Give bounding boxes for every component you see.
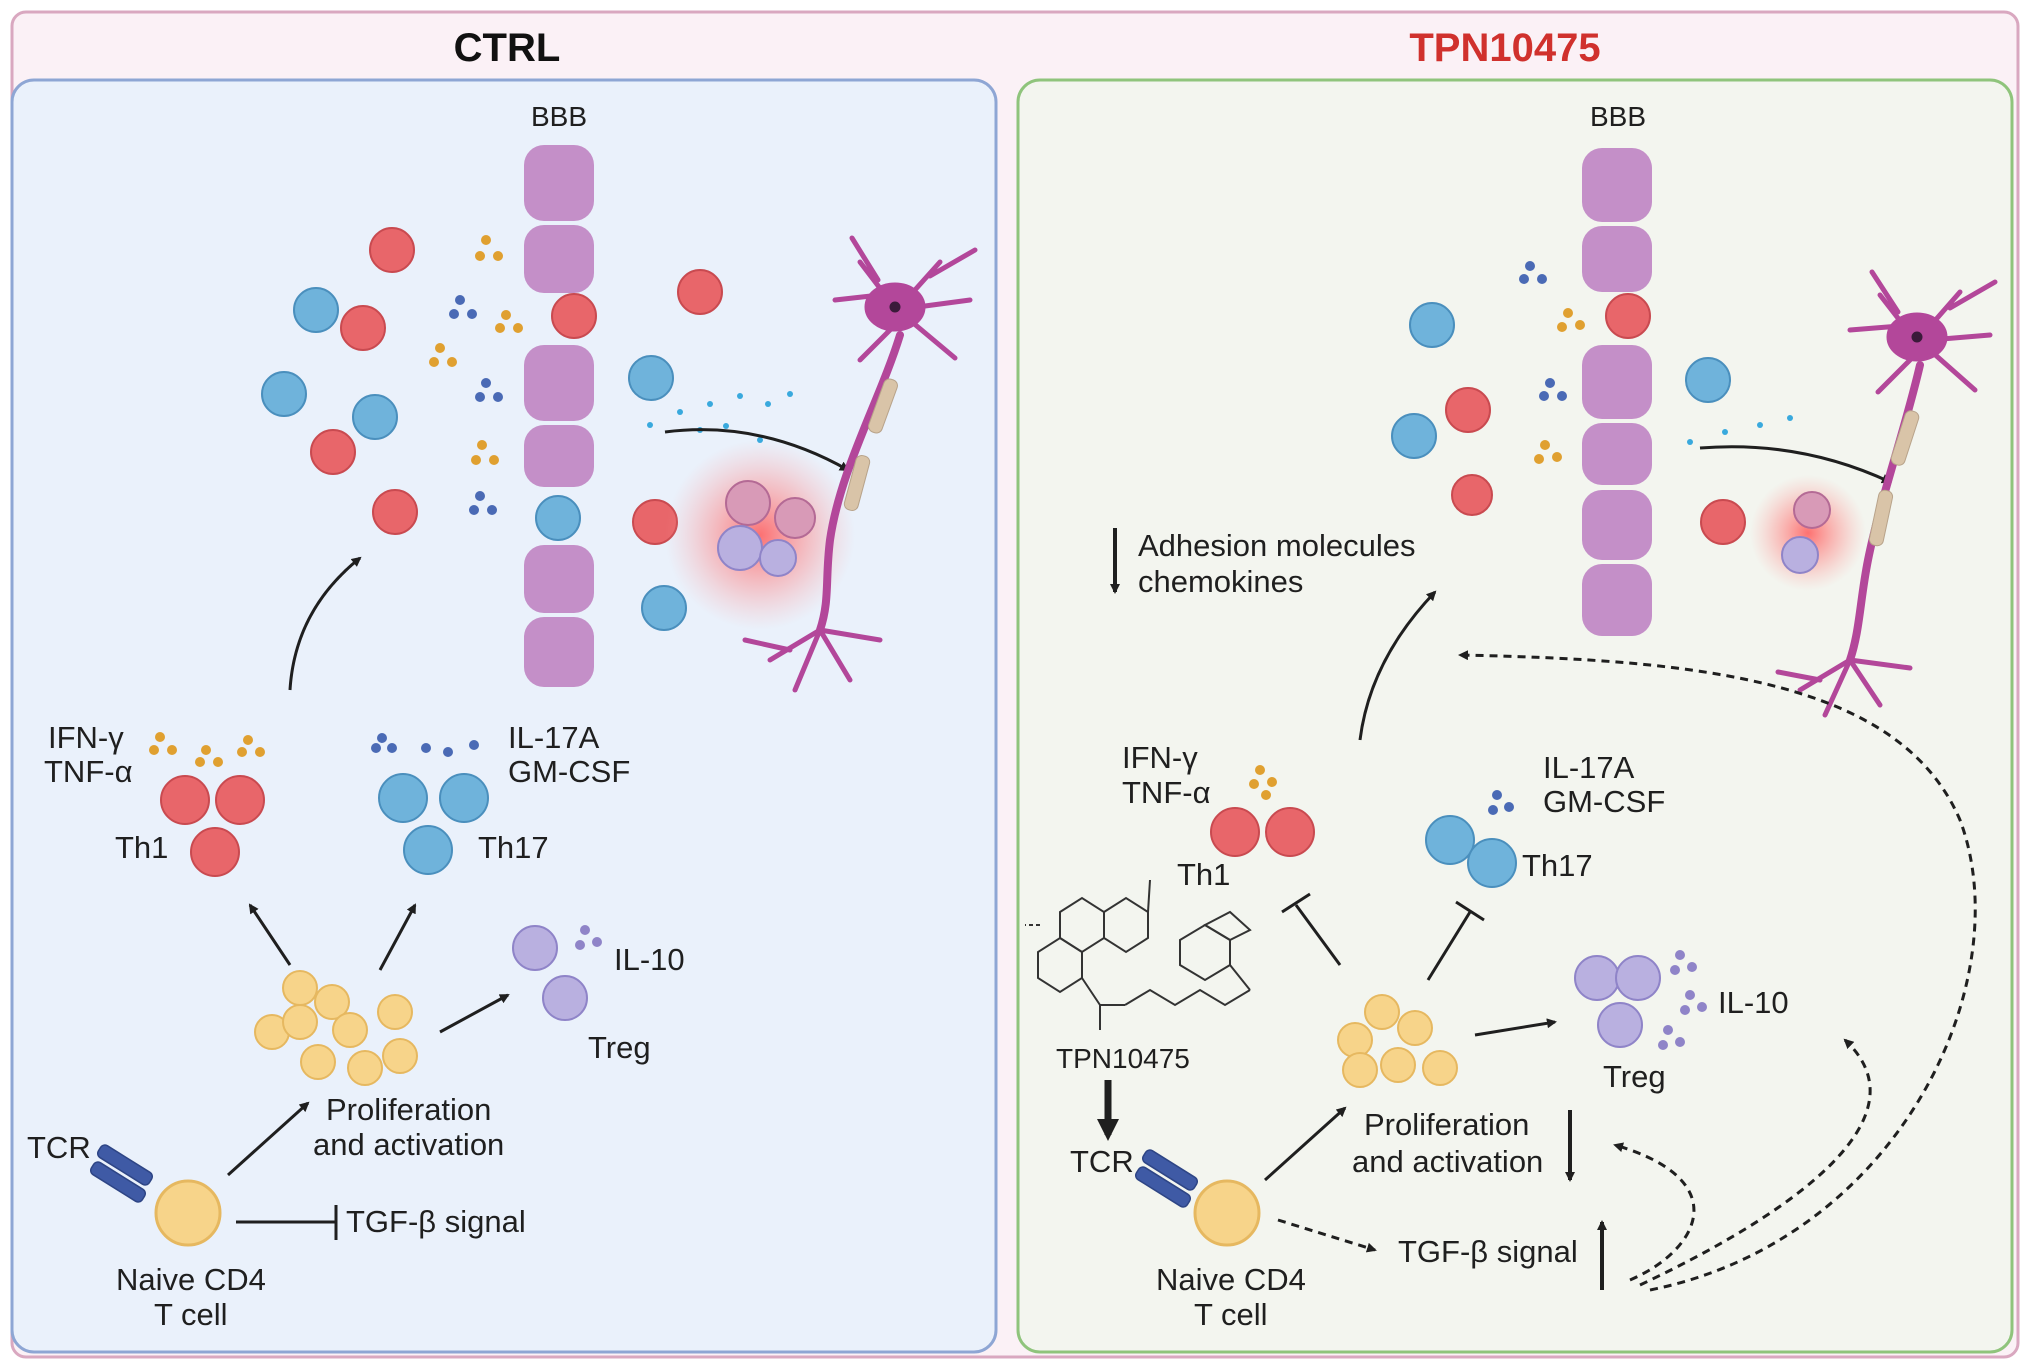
ctrl-il10-label: IL-10 <box>614 942 685 977</box>
tpn-tnf-label: TNF-α <box>1122 775 1211 810</box>
ctrl-th17-label: Th17 <box>478 830 549 865</box>
tpn-ifn-label: IFN-γ <box>1122 740 1198 775</box>
ctrl-tgf-label: TGF-β signal <box>346 1204 526 1239</box>
bbb-label: BBB <box>531 101 587 132</box>
tpn-proliferation-line1: Proliferation <box>1364 1107 1529 1142</box>
tpn-naive-line2: T cell <box>1194 1297 1268 1332</box>
tpn-cytokine-dots <box>1519 261 1585 464</box>
tpn-th1-label: Th1 <box>1177 857 1230 892</box>
ctrl-treg-label: Treg <box>588 1030 651 1065</box>
ctrl-th1-cells <box>160 775 265 877</box>
tpn-panel <box>1016 78 2014 1354</box>
ctrl-proliferating-cells <box>254 970 418 1086</box>
ctrl-arrow-to-th17 <box>378 903 417 971</box>
tpn-circulating-cells <box>1391 293 1746 545</box>
ctrl-naive-line1: Naive CD4 <box>116 1262 266 1297</box>
tpn-tgf-label: TGF-β signal <box>1398 1234 1578 1269</box>
tpn-cytokine-spray <box>1687 415 1793 445</box>
ctrl-arrow-up <box>288 556 362 691</box>
ctrl-arrow-to-neuron <box>664 428 850 472</box>
ctrl-proliferation-line2: and activation <box>313 1127 504 1162</box>
ctrl-neuron <box>742 235 978 693</box>
tpn-arrow-to-treg <box>1474 1018 1557 1037</box>
tpn-drug-label: TPN10475 <box>1056 1043 1190 1074</box>
ctrl-ifn-label: IFN-γ <box>48 720 124 755</box>
tpn-arrow-to-neuron <box>1699 445 1892 484</box>
ctrl-gmcsf-label: GM-CSF <box>508 754 630 789</box>
tpn-th1-cytokines <box>1249 765 1277 800</box>
tpn-tcr-label: TCR <box>1070 1144 1134 1179</box>
tpn-il10-label: IL-10 <box>1718 985 1789 1020</box>
tpn-inhibit-th17-bar <box>1455 900 1485 922</box>
tpn-adhesion-line1: Adhesion molecules <box>1138 528 1415 563</box>
ctrl-il17a-label: IL-17A <box>508 720 600 755</box>
tpn-tcr-receptor <box>1134 1149 1199 1208</box>
ctrl-bbb: BBB <box>524 101 594 687</box>
ctrl-tcr-label: TCR <box>27 1130 91 1165</box>
ctrl-th1-label: Th1 <box>115 830 168 865</box>
title-ctrl: CTRL <box>454 26 561 70</box>
ctrl-naive-cell <box>154 1179 222 1247</box>
tpn-myelin <box>1868 410 1920 547</box>
ctrl-tcr-receptor <box>89 1144 154 1203</box>
tpn-treg-cells <box>1574 955 1661 1048</box>
tpn10475-structure <box>1025 879 1252 1030</box>
tpn-il17a-label: IL-17A <box>1543 750 1635 785</box>
ctrl-treg-cells <box>512 925 588 1021</box>
ctrl-circulating-cells <box>261 227 723 631</box>
title-tpn10475: TPN10475 <box>1409 26 1600 70</box>
tpn-gmcsf-label: GM-CSF <box>1543 784 1665 819</box>
tpn-bbb: BBB <box>1582 101 1652 636</box>
ctrl-th17-cells <box>378 773 489 875</box>
tpn-inflammation <box>1750 475 1866 591</box>
ctrl-tnf-label: TNF-α <box>44 754 133 789</box>
tpn-th1-cells <box>1210 807 1315 857</box>
ctrl-inflammation <box>665 440 855 630</box>
tpn-naive-line1: Naive CD4 <box>1156 1262 1306 1297</box>
ctrl-arrow-to-treg <box>439 993 510 1034</box>
ctrl-myelin <box>843 378 898 512</box>
ctrl-naive-line2: T cell <box>154 1297 228 1332</box>
ctrl-th1-cytokines <box>149 732 265 767</box>
ctrl-th17-cytokines <box>371 733 479 757</box>
tpn-th17-cytokines <box>1488 790 1514 815</box>
tpn-arrow-to-proliferation <box>1263 1106 1347 1182</box>
tpn-naive-cell <box>1193 1179 1261 1247</box>
tpn-neuron <box>1775 269 1998 718</box>
tpn-inhibit-th17 <box>1426 911 1472 981</box>
tpn-th17-cells <box>1425 815 1517 888</box>
ctrl-proliferation-line1: Proliferation <box>326 1092 491 1127</box>
ctrl-arrow-to-proliferation <box>226 1101 310 1177</box>
tpn-proliferating-cells <box>1337 994 1458 1088</box>
tpn-th17-label: Th17 <box>1522 848 1593 883</box>
ctrl-il10-dots <box>575 925 602 950</box>
tpn-treg-label: Treg <box>1603 1059 1666 1094</box>
tpn-feedback-arrows <box>1458 650 1977 1292</box>
ctrl-arrow-to-th1 <box>248 903 292 966</box>
ctrl-cytokine-dots <box>429 235 523 515</box>
tpn-inhibit-th1 <box>1294 904 1342 966</box>
tpn-adhesion-line2: chemokines <box>1138 564 1303 599</box>
tpn-bbb-label: BBB <box>1590 101 1646 132</box>
tpn-tgf-dashed-arrow <box>1277 1218 1377 1253</box>
tpn-il10-dots <box>1658 950 1707 1050</box>
tpn-inhibit-th1-bar <box>1281 892 1311 914</box>
tpn-arrow-up <box>1358 590 1437 741</box>
tpn-proliferation-line2: and activation <box>1352 1144 1543 1179</box>
